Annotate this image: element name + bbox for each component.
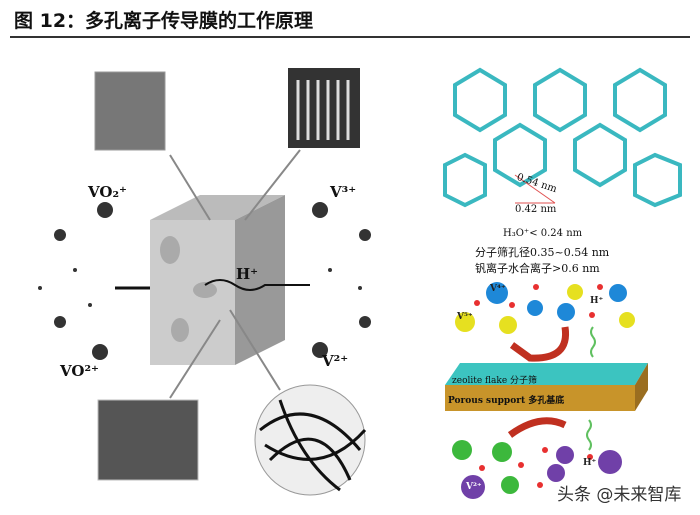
label-v2-plus: V²⁺: [322, 352, 349, 370]
label-h-plus: H⁺: [236, 265, 259, 283]
label-v3-plus: V³⁺: [330, 183, 357, 201]
h3o-size: H₃O⁺< 0.24 nm: [503, 228, 583, 239]
sem-image-bottom-left: [97, 399, 199, 481]
zeolite-framework: [443, 67, 682, 208]
zeolite-label: zeolite flake 分子筛: [452, 376, 538, 386]
sem-image-top-left: [94, 71, 166, 151]
title-rule: [10, 36, 690, 38]
membrane-top: [150, 195, 285, 220]
ions-top: [455, 282, 635, 334]
zeolite-layer: [445, 363, 648, 385]
support-layer: [445, 385, 635, 411]
proton-arrow: [204, 279, 310, 291]
membrane-side: [235, 195, 285, 365]
pore-size-b: 0.42 nm: [515, 204, 557, 215]
label-vo2plus-2: VO²⁺: [60, 362, 99, 380]
label-vo2-plus: VO₂⁺: [88, 183, 127, 201]
watermark: 头条 @未来智库: [557, 485, 682, 505]
vanadium-size: 钒离子水合离子>0.6 nm: [475, 262, 600, 275]
ion-v2: V²⁺: [466, 482, 482, 492]
sieve-size: 分子筛孔径0.35~0.54 nm: [475, 246, 610, 259]
membrane-diagram: [38, 68, 371, 496]
figure-title: 图 12：多孔离子传导膜的工作原理: [14, 10, 314, 32]
ion-v4: V⁴⁺: [490, 284, 506, 294]
ion-v5: V⁵⁺: [457, 312, 473, 322]
ion-h-bottom: H⁺: [583, 458, 597, 468]
channel-lines: [296, 80, 350, 140]
support-label: Porous support 多孔基底: [448, 396, 565, 406]
zeolite-membrane-diagram: [445, 282, 648, 499]
ion-h-top: H⁺: [590, 296, 604, 306]
ions-bottom: [452, 440, 622, 499]
